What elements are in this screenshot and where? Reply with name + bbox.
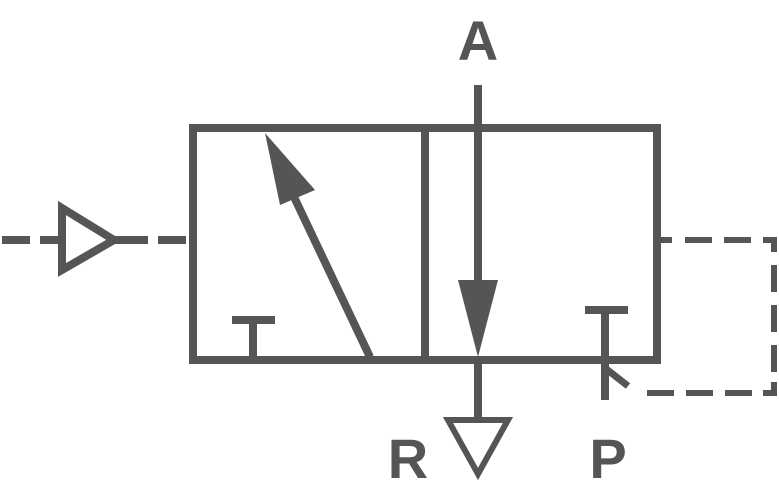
port-r-label: R <box>388 427 428 486</box>
right-blocked-port-icon <box>585 306 628 400</box>
left-arrowhead-icon <box>265 133 315 205</box>
down-arrowhead-icon <box>458 280 498 357</box>
exhaust-triangle-icon <box>442 417 514 481</box>
left-flow-arrow <box>281 176 374 359</box>
port-a-label: A <box>458 9 498 72</box>
right-pilot-dashed-line <box>647 237 777 396</box>
pilot-triangle-icon <box>58 200 122 277</box>
port-p-label: P <box>589 427 626 486</box>
left-blocked-port-icon <box>232 316 275 357</box>
pilot-tap-line <box>602 365 631 389</box>
